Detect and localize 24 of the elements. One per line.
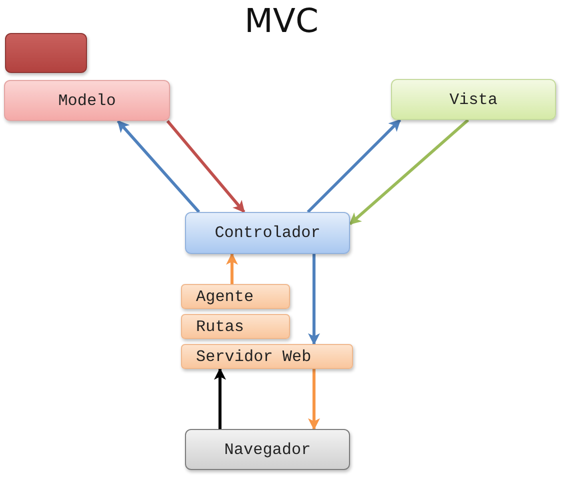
- arrow: [226, 252, 238, 284]
- arrow: [214, 368, 226, 429]
- node-label: Navegador: [224, 440, 311, 458]
- process-box: [4, 80, 170, 121]
- node-label: Vista: [449, 90, 498, 108]
- arrow: [308, 369, 320, 430]
- diagram-title: MVC: [244, 2, 319, 40]
- arrow: [166, 120, 246, 213]
- arrow: [349, 118, 470, 226]
- process-box: [185, 212, 350, 254]
- process-box: [181, 314, 290, 339]
- process-box: [181, 344, 353, 369]
- process-box: [181, 284, 290, 309]
- arrow: [308, 254, 320, 346]
- process-box: [185, 429, 350, 470]
- arrow: [306, 118, 402, 214]
- process-box: [391, 79, 556, 120]
- node-label: Modelo: [58, 92, 116, 110]
- filled-box: [5, 33, 87, 73]
- node-label: Rutas: [196, 318, 244, 336]
- node-label: Servidor Web: [196, 348, 312, 366]
- arrow: [116, 120, 200, 213]
- node-label: Agente: [196, 288, 254, 306]
- node-label: Controlador: [214, 224, 320, 242]
